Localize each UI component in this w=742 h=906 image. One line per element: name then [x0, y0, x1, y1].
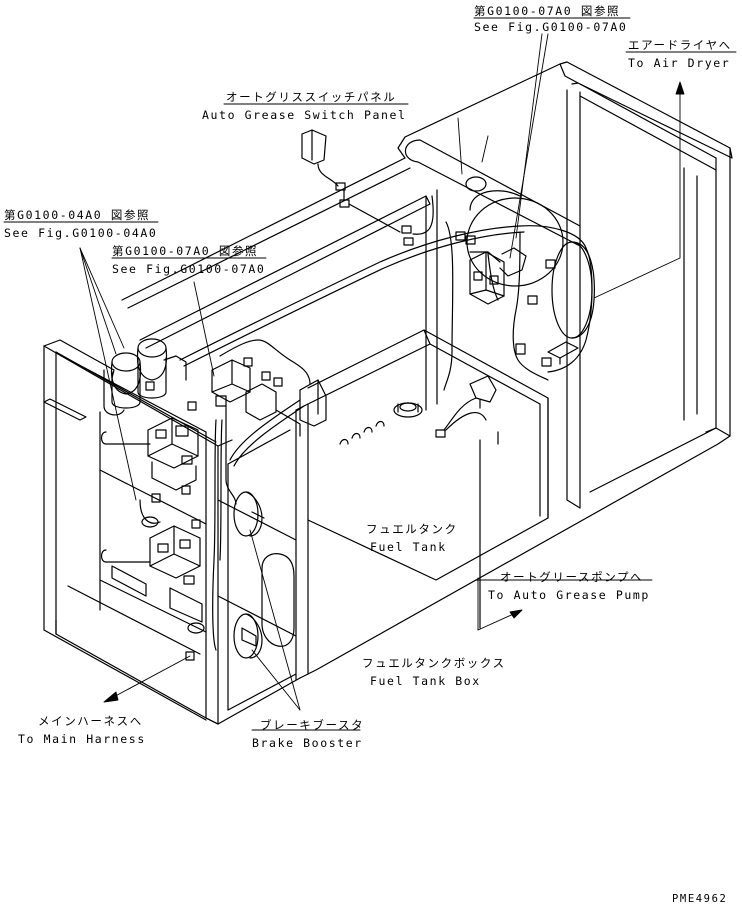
harness-clamp-right	[548, 342, 578, 364]
fig-0700-mid-en: See Fig.G0100-07A0	[112, 262, 266, 276]
fig-0400-jp: 第G0100-04A0 図参照	[4, 208, 151, 222]
fuel-sensor	[436, 376, 496, 437]
valve-lower	[102, 526, 205, 660]
air-dryer-jp: エアードライヤへ	[628, 38, 732, 52]
fig-0700-top-en: See Fig.G0100-07A0	[474, 20, 628, 34]
brake-booster-en: Brake Booster	[252, 736, 363, 750]
auto-grease-pump-en: To Auto Grease Pump	[488, 588, 650, 602]
main-harness-en: To Main Harness	[18, 732, 146, 746]
leader-lines	[80, 34, 684, 710]
auto-grease-pump-jp: オートグリースポンプへ	[500, 570, 644, 584]
main-harness-jp: メインハーネスへ	[38, 714, 143, 728]
auto-grease-switch-panel	[302, 130, 433, 245]
brake-booster-upper	[234, 492, 264, 536]
fig-0400-en: See Fig.G0100-04A0	[4, 226, 158, 240]
auto-grease-panel-jp: オートグリススイッチパネル	[226, 90, 397, 104]
accumulators	[104, 339, 186, 415]
fig-0700-mid-jp: 第G0100-07A0 図参照	[112, 244, 259, 258]
harness-middle	[146, 382, 304, 650]
relay-block	[456, 232, 555, 366]
fuel-tank	[308, 330, 548, 628]
auto-grease-panel-en: Auto Grease Switch Panel	[202, 108, 407, 122]
air-dryer-en: To Air Dryer	[628, 56, 731, 70]
fuel-tank-box-frame	[44, 62, 732, 724]
fuel-tank-box-jp: フュエルタンクボックス	[362, 656, 506, 670]
fig-0700-top-jp: 第G0100-07A0 図参照	[474, 4, 621, 18]
drawing-code: PME4962	[672, 893, 728, 905]
label-underlines	[4, 18, 736, 730]
valve-upper	[102, 418, 199, 527]
brake-booster-jp: ブレーキブースタ	[260, 718, 365, 732]
fuel-tank-box-en: Fuel Tank Box	[370, 674, 481, 688]
fuel-tank-en: Fuel Tank	[370, 540, 447, 554]
relay-assembly-middle	[188, 358, 326, 504]
brake-booster-lower	[234, 614, 262, 658]
air-tank	[405, 140, 594, 338]
fuel-tank-jp: フュエルタンク	[366, 522, 458, 536]
